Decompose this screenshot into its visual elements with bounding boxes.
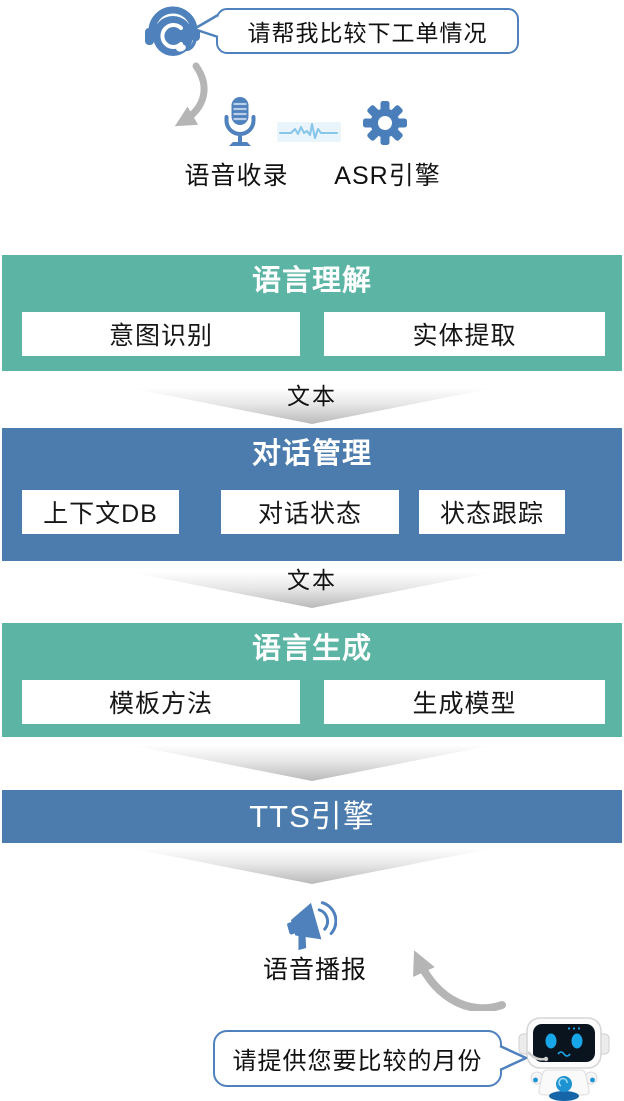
- flow-arrow-down-icon: [174, 62, 208, 127]
- chevron-down-icon: [130, 848, 494, 884]
- block-item: 上下文DB: [22, 490, 179, 534]
- robot-icon: [518, 1017, 610, 1101]
- megaphone-icon: [287, 901, 337, 951]
- microphone-icon: [224, 97, 256, 146]
- user-speech-text: 请帮我比较下工单情况: [247, 20, 488, 46]
- chevron-down-icon: [130, 388, 494, 424]
- bot-speech-bubble: 请提供您要比较的月份: [213, 1030, 502, 1087]
- connector-text-2: 文本: [0, 560, 624, 610]
- user-speech-bubble: 请帮我比较下工单情况: [216, 8, 519, 54]
- voice-capture-label: 语音收录: [184, 162, 289, 190]
- chevron-down-icon: [130, 745, 494, 781]
- bot-speech-text: 请提供您要比较的月份: [232, 1048, 483, 1075]
- voice-broadcast-label: 语音播报: [262, 956, 367, 984]
- gear-icon: [363, 101, 407, 145]
- block-dialog-management: 对话管理 上下文DB 对话状态 状态跟踪: [2, 428, 622, 561]
- block-title: 对话管理: [251, 438, 372, 470]
- block-tts-engine: TTS引擎: [2, 790, 622, 843]
- block-item: 实体提取: [324, 312, 605, 356]
- waveform-icon: [277, 122, 341, 142]
- block-title: 语言理解: [251, 265, 372, 297]
- connector-4: [0, 836, 624, 886]
- connector-label: 文本: [287, 383, 337, 409]
- connector-3: [0, 733, 624, 783]
- block-item: 生成模型: [324, 680, 605, 724]
- user-bubble-tail: [192, 13, 219, 39]
- connector-label: 文本: [287, 567, 337, 593]
- block-item: 状态跟踪: [419, 490, 565, 534]
- chevron-down-icon: [130, 572, 494, 608]
- block-title: 语言生成: [251, 633, 372, 665]
- block-item: 意图识别: [22, 312, 300, 356]
- block-item: 模板方法: [22, 680, 300, 724]
- block-language-generation: 语言生成 模板方法 生成模型: [2, 623, 622, 737]
- connector-text-1: 文本: [0, 376, 624, 426]
- block-language-understanding: 语言理解 意图识别 实体提取: [2, 255, 622, 371]
- bot-bubble-tail: [499, 1044, 528, 1072]
- asr-engine-label: ASR引擎: [334, 162, 441, 190]
- headset-agent-icon: [145, 6, 200, 56]
- block-item: 对话状态: [221, 490, 399, 534]
- flow-arrow-up-icon: [413, 950, 506, 1011]
